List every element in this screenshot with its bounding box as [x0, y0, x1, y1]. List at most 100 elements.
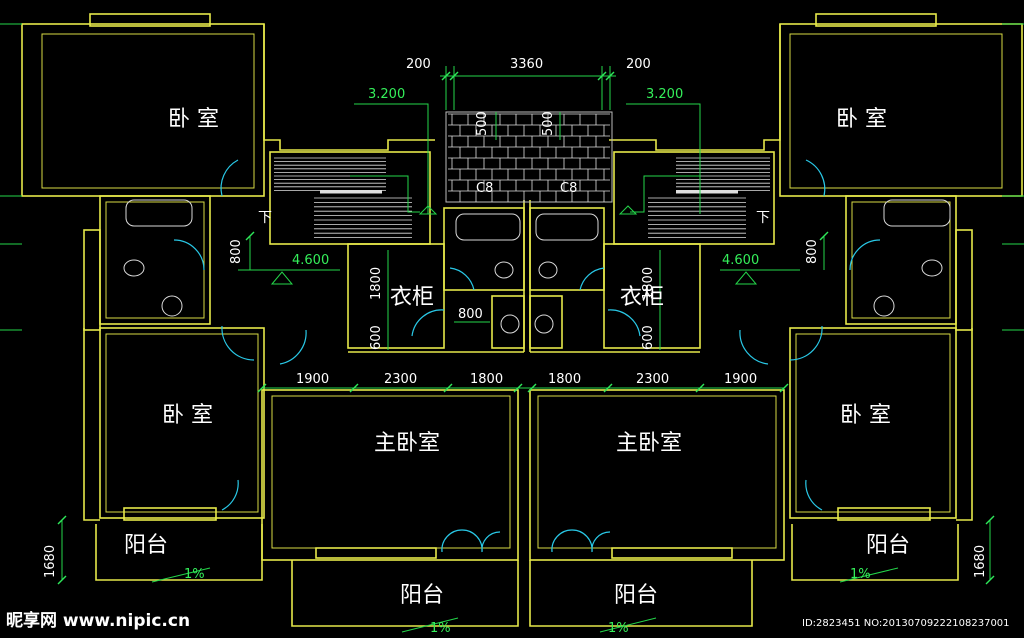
label-closet-left: 衣柜 — [390, 285, 434, 310]
dim-600-left: 600 — [369, 325, 384, 350]
room-labels: 卧 室 卧 室 卧 室 卧 室 主卧室 主卧室 衣柜 衣柜 阳台 阳台 阳台 阳… — [124, 107, 910, 608]
window-bath-left — [83, 229, 101, 331]
dim-3360: 3360 — [510, 57, 543, 72]
label-master-left: 主卧室 — [374, 431, 440, 456]
stair-right-arrow — [630, 175, 700, 213]
dim-1800-left: 1800 — [470, 372, 503, 387]
door-bedroom-balcony-right — [805, 479, 823, 511]
bathtub-center-left — [455, 213, 521, 241]
slope-balcony-left: 1% — [184, 567, 205, 582]
bathtub-left — [125, 199, 193, 227]
level-leader-left — [354, 103, 429, 214]
wall-balcony-right — [791, 524, 959, 581]
door-bedroom-top-left — [220, 159, 239, 197]
watermark-id: ID:2823451 NO:20130709222108237001 — [802, 618, 1010, 629]
wall-bedroom-bottom-left-inner — [105, 333, 259, 513]
dim-200-left: 200 — [406, 57, 431, 72]
label-bedroom-top-left: 卧 室 — [168, 107, 219, 132]
window-bath-right — [955, 229, 973, 331]
level-stair-right: 3.200 — [646, 87, 683, 102]
label-balcony-center-right: 阳台 — [614, 583, 658, 608]
wall-right-outer — [956, 328, 973, 521]
dim-200-right: 200 — [626, 57, 651, 72]
right-unit-walls — [523, 13, 1023, 627]
dim-1900-right: 1900 — [724, 372, 757, 387]
stair-right-frame — [613, 151, 775, 245]
toilet-left — [123, 259, 145, 277]
window-bedroom-bottom-left — [123, 507, 217, 521]
label-balcony-center-left: 阳台 — [400, 583, 444, 608]
label-bedroom-bottom-left: 卧 室 — [162, 403, 213, 428]
dim-ticks — [57, 71, 995, 585]
window-top-right — [815, 13, 937, 27]
wall-right-corridor — [609, 24, 781, 151]
wall-balcony-center-left — [291, 560, 519, 627]
door-master-left — [279, 329, 307, 365]
level-marker-floor-left — [270, 271, 294, 285]
level-leader-right — [626, 103, 701, 214]
dimension-lines — [0, 23, 1024, 633]
dim-1900-left: 1900 — [296, 372, 329, 387]
dim-1800-closet-left: 1800 — [369, 267, 384, 300]
basin-right — [873, 295, 895, 317]
wall-balcony-center-right — [529, 560, 753, 627]
wall-bedroom-bottom-left — [99, 327, 265, 519]
dimension-labels: 200 3360 200 500 500 800 800 1800 1800 6… — [43, 57, 988, 636]
watermark-brand: 昵享网 www.nipic.cn — [6, 610, 190, 631]
dim-600-right: 600 — [641, 325, 656, 350]
level-marker-stair-right — [618, 205, 638, 215]
window-bedroom-bottom-right — [837, 507, 931, 521]
window-top-left — [89, 13, 211, 27]
door-bedroom-bottom-left — [221, 325, 255, 361]
door-master-balcony-right — [551, 529, 611, 553]
door-bath-left — [173, 239, 205, 271]
basin-center-right — [534, 314, 554, 334]
slope-balcony-center-left: 1% — [430, 621, 451, 636]
bathtub-center-right — [535, 213, 599, 241]
door-bedroom-bottom-right — [789, 325, 823, 361]
wall-left-corridor — [263, 24, 435, 151]
bathtub-right — [883, 199, 951, 227]
stair-right — [613, 151, 775, 245]
slope-balcony-center-right: 1% — [608, 621, 629, 636]
label-down-left: 下 — [258, 210, 272, 226]
dim-800-left: 800 — [229, 239, 244, 264]
dim-2300-right: 2300 — [636, 372, 669, 387]
door-closet-right — [607, 309, 641, 337]
wall-bath-left-inner — [105, 201, 205, 319]
stair-left — [269, 151, 431, 245]
wall-bedroom-bottom-right-inner — [795, 333, 951, 513]
window-master-right — [611, 547, 733, 559]
level-marker-floor-right — [734, 271, 758, 285]
door-master-balcony-left — [441, 529, 501, 553]
dim-800-center: 800 — [458, 307, 483, 322]
door-master-right — [739, 329, 769, 365]
entry-canopy — [445, 111, 613, 203]
toilet-center-left — [494, 261, 514, 279]
door-bath-right — [849, 239, 881, 271]
dim-2300-left: 2300 — [384, 372, 417, 387]
left-unit-walls — [21, 13, 525, 627]
label-c8-right: C8 — [560, 181, 577, 196]
fixtures — [123, 199, 951, 334]
dim-1680-left: 1680 — [43, 545, 58, 578]
dim-500-left: 500 — [475, 111, 490, 136]
wall-bedroom-bottom-right — [789, 327, 957, 519]
door-closet-left — [411, 309, 445, 337]
label-balcony-left: 阳台 — [124, 533, 168, 558]
level-marker-stair-left — [418, 205, 438, 215]
level-floor-left: 4.600 — [292, 253, 329, 268]
watermark: 昵享网 www.nipic.cn ID:2823451 NO:201307092… — [6, 610, 1010, 631]
label-closet-right: 衣柜 — [620, 285, 664, 310]
label-balcony-right: 阳台 — [866, 533, 910, 558]
stair-left-arrow — [350, 175, 420, 213]
wall-master-right — [529, 389, 785, 561]
label-bedroom-bottom-right: 卧 室 — [840, 403, 891, 428]
door-bedroom-balcony-left — [221, 479, 239, 511]
label-down-right: 下 — [756, 210, 770, 226]
slope-arrows — [151, 567, 899, 633]
dim-800-right: 800 — [805, 239, 820, 264]
slope-balcony-right: 1% — [850, 567, 871, 582]
